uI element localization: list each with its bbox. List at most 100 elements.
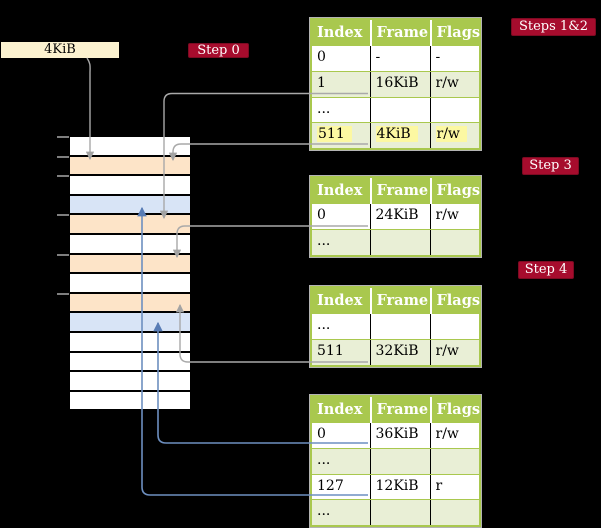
cell-value: ...: [317, 317, 331, 333]
cell-flags: r/w: [429, 123, 480, 148]
column-header-frame: Frame: [369, 20, 430, 46]
memory-frame-row-white: [70, 176, 190, 196]
page-table-row: ...: [312, 448, 480, 474]
cell-index: 127: [312, 475, 370, 499]
page-table-row: ...: [312, 314, 480, 340]
memory-frame-row-orange: [70, 156, 190, 177]
page-table-row: ...: [312, 96, 480, 123]
cell-value: 4KiB: [375, 126, 418, 143]
column-header-flags: Flags: [429, 397, 480, 423]
cell-frame: [369, 500, 430, 525]
page-table-row: ...: [312, 229, 480, 255]
cell-value: 0: [317, 426, 326, 442]
cell-value: ...: [317, 233, 331, 250]
physical-memory-column: [70, 137, 190, 412]
column-header-index: Index: [317, 182, 363, 199]
cell-index: 0: [312, 423, 370, 448]
cell-frame: 36KiB: [369, 423, 430, 449]
memory-frame-row-white: [70, 352, 190, 373]
cell-value: r/w: [435, 126, 467, 143]
cell-frame: 32KiB: [369, 340, 430, 365]
page-table-row: 511 4KiB r/w: [312, 122, 480, 148]
cell-flags: [429, 230, 480, 255]
cell-flags: r/w: [429, 72, 480, 97]
cell-index: ...: [312, 449, 370, 473]
page-size-label: 4KiB: [1, 42, 119, 58]
page-table-row: 0 24KiB r/w: [312, 204, 480, 230]
step-0-label: Step 0: [188, 43, 249, 58]
cell-flags: [429, 314, 480, 340]
cell-frame: [369, 97, 430, 123]
page-table-row: 511 32KiB r/w: [312, 339, 480, 365]
page-table-row: 127 12KiB r: [312, 473, 480, 500]
cell-value: 1: [317, 75, 326, 92]
cell-value: r: [435, 477, 443, 494]
cell-value: 511: [317, 343, 344, 360]
cell-value: 511: [317, 126, 352, 143]
cell-flags: r: [429, 474, 480, 500]
cell-value: 0: [317, 49, 326, 65]
cell-index: 0: [312, 46, 370, 71]
cell-value: 0: [317, 207, 326, 223]
memory-address-ticks: [57, 136, 69, 295]
cell-index: ...: [312, 314, 370, 339]
column-header-frame: Frame: [369, 397, 430, 423]
memory-frame-row-blue: [70, 313, 190, 333]
steps-1-2-label: Steps 1&2: [511, 18, 596, 36]
page-table-row: 0 - -: [312, 46, 480, 72]
cell-frame: [369, 314, 430, 340]
column-header-frame: Frame: [369, 288, 430, 314]
page-table-row: 0 36KiB r/w: [312, 423, 480, 449]
memory-frame-row-orange: [70, 215, 190, 235]
cell-index: 511: [312, 340, 370, 364]
cell-index: ...: [312, 500, 370, 524]
cell-value: ...: [317, 503, 331, 520]
cell-value: ...: [317, 452, 331, 469]
cell-value: 32KiB: [375, 343, 419, 360]
cell-frame: 16KiB: [369, 72, 430, 97]
memory-frame-row-white: [70, 274, 190, 294]
cell-value: 24KiB: [375, 207, 419, 223]
cell-index: 1: [312, 72, 370, 96]
memory-frame-row-orange: [70, 293, 190, 314]
memory-frame-row-white: [70, 137, 190, 157]
column-header-index: Index: [317, 401, 363, 418]
cell-index: ...: [312, 230, 370, 254]
cell-flags: -: [429, 46, 480, 72]
cell-flags: r/w: [429, 340, 480, 365]
cell-value: r/w: [435, 343, 459, 360]
cell-flags: [429, 500, 480, 525]
cell-index: ...: [312, 98, 370, 122]
cell-frame: -: [369, 46, 430, 72]
column-header-frame: Frame: [369, 178, 430, 204]
column-header-index: Index: [317, 24, 363, 41]
column-header-flags: Flags: [429, 178, 480, 204]
cell-value: 12KiB: [375, 477, 419, 494]
cell-value: 127: [317, 477, 344, 494]
step-4-label: Step 4: [518, 261, 574, 279]
memory-frame-row-white: [70, 372, 190, 392]
cell-value: -: [375, 49, 381, 65]
cell-value: r/w: [435, 426, 459, 442]
memory-frame-row-white: [70, 391, 190, 412]
memory-frame-row-white: [70, 332, 190, 353]
cell-frame: 24KiB: [369, 204, 430, 230]
step-3-label: Step 3: [522, 157, 579, 175]
cell-flags: [429, 449, 480, 474]
cell-flags: r/w: [429, 204, 480, 230]
memory-frame-row-blue: [70, 195, 190, 216]
cell-index: 511: [312, 123, 370, 147]
cell-frame: 12KiB: [369, 474, 430, 500]
cell-flags: [429, 97, 480, 123]
cell-flags: r/w: [429, 423, 480, 449]
cell-value: -: [435, 49, 441, 65]
cell-value: ...: [317, 100, 331, 117]
memory-frame-row-white: [70, 234, 190, 255]
cell-index: 0: [312, 204, 370, 229]
